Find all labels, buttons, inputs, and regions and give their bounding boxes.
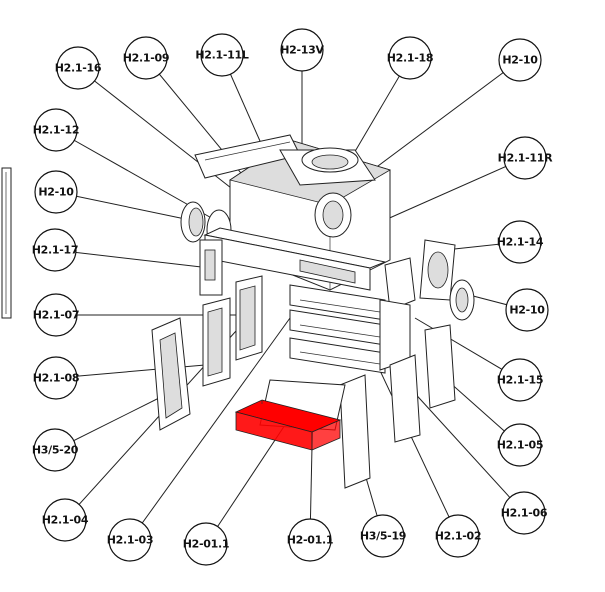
callout-circle xyxy=(361,514,405,558)
callout-circle xyxy=(436,514,480,558)
callout-label: H2-10 xyxy=(509,304,545,317)
highlighted-base-plate xyxy=(234,399,342,451)
right-bracket-part xyxy=(384,239,456,311)
callout-circle xyxy=(108,518,152,562)
callout-h21-04: H2.1-04 xyxy=(42,498,89,542)
callout-circle xyxy=(33,228,77,272)
callout-circle xyxy=(503,136,547,180)
callout-label: H2.1-08 xyxy=(33,372,79,385)
callout-label: H2.1-12 xyxy=(33,124,79,137)
callout-label: H2-13V xyxy=(280,44,324,57)
callout-circle xyxy=(505,288,549,332)
callout-label: H2-01.1 xyxy=(287,534,333,547)
callout-circle xyxy=(184,522,228,566)
callout-h2-011-left: H2-01.1 xyxy=(183,522,230,566)
callout-h35-19: H3/5-19 xyxy=(360,514,406,558)
callout-circle xyxy=(34,356,78,400)
callout-h21-12: H2.1-12 xyxy=(33,108,80,152)
callout-h21-08: H2.1-08 xyxy=(33,356,80,400)
callout-circle xyxy=(502,491,546,535)
callout-h2-10-left: H2-10 xyxy=(34,170,78,214)
callout-circle xyxy=(56,46,100,90)
callout-circle xyxy=(34,170,78,214)
callout-h21-17: H2.1-17 xyxy=(32,228,79,272)
callout-h21-05: H2.1-05 xyxy=(497,423,544,467)
callout-label: H2.1-16 xyxy=(55,62,102,75)
callout-label: H2.1-05 xyxy=(497,439,543,452)
callout-circle xyxy=(388,36,432,80)
callout-label: H2-10 xyxy=(502,54,538,67)
callout-h21-06: H2.1-06 xyxy=(501,491,548,535)
callout-label: H2.1-17 xyxy=(32,244,78,257)
callout-h21-11l: H2.1-11L xyxy=(195,33,249,77)
callout-label: H2.1-15 xyxy=(497,374,543,387)
callout-circle xyxy=(34,108,78,152)
callout-circle xyxy=(280,28,324,72)
callout-label: H2.1-18 xyxy=(387,52,433,65)
callout-label: H2-10 xyxy=(38,186,74,199)
callout-label: H2.1-11R xyxy=(498,152,553,165)
callout-circle xyxy=(498,358,542,402)
top-ring-part xyxy=(301,147,359,238)
callout-label: H2-01.1 xyxy=(183,538,229,551)
callout-h2-10-right: H2-10 xyxy=(505,288,549,332)
callout-circle xyxy=(33,428,77,472)
callout-label: H2.1-14 xyxy=(497,236,544,249)
right-side-panels xyxy=(339,324,456,489)
callout-label: H3/5-19 xyxy=(360,530,406,543)
callout-h2-011-right: H2-01.1 xyxy=(287,518,334,562)
side-panel-fragment xyxy=(1,167,12,319)
callout-circle xyxy=(498,38,542,82)
callout-h21-02: H2.1-02 xyxy=(435,514,482,558)
callout-label: H2.1-04 xyxy=(42,514,89,527)
callout-h21-14: H2.1-14 xyxy=(497,220,544,264)
callout-circle xyxy=(43,498,87,542)
right-round-plate xyxy=(449,279,475,321)
callout-label: H2.1-09 xyxy=(123,52,169,65)
callout-h21-11r: H2.1-11R xyxy=(498,136,553,180)
callout-h21-07: H2.1-07 xyxy=(33,293,80,337)
callout-label: H3/5-20 xyxy=(32,444,79,457)
grate-bars xyxy=(289,284,411,374)
middle-bar-part xyxy=(199,227,387,296)
callout-h2-10-top: H2-10 xyxy=(498,38,542,82)
callout-h2-13v: H2-13V xyxy=(280,28,325,72)
callout-label: H2.1-07 xyxy=(33,309,79,322)
callout-label: H2.1-02 xyxy=(435,530,481,543)
callout-label: H2.1-11L xyxy=(195,49,248,62)
callout-h21-16: H2.1-16 xyxy=(55,46,102,90)
callout-circle xyxy=(200,33,244,77)
callout-h21-18: H2.1-18 xyxy=(387,36,434,80)
callout-circle xyxy=(498,423,542,467)
left-side-panels xyxy=(151,275,263,431)
callout-h21-15: H2.1-15 xyxy=(497,358,544,402)
callout-label: H2.1-06 xyxy=(501,507,548,520)
callout-label: H2.1-03 xyxy=(107,534,153,547)
callout-circle xyxy=(498,220,542,264)
callout-h35-20: H3/5-20 xyxy=(32,428,79,472)
callout-circle xyxy=(288,518,332,562)
callout-circle xyxy=(34,293,78,337)
callout-circle xyxy=(124,36,168,80)
callout-h21-03: H2.1-03 xyxy=(107,518,154,562)
callout-h21-09: H2.1-09 xyxy=(123,36,170,80)
